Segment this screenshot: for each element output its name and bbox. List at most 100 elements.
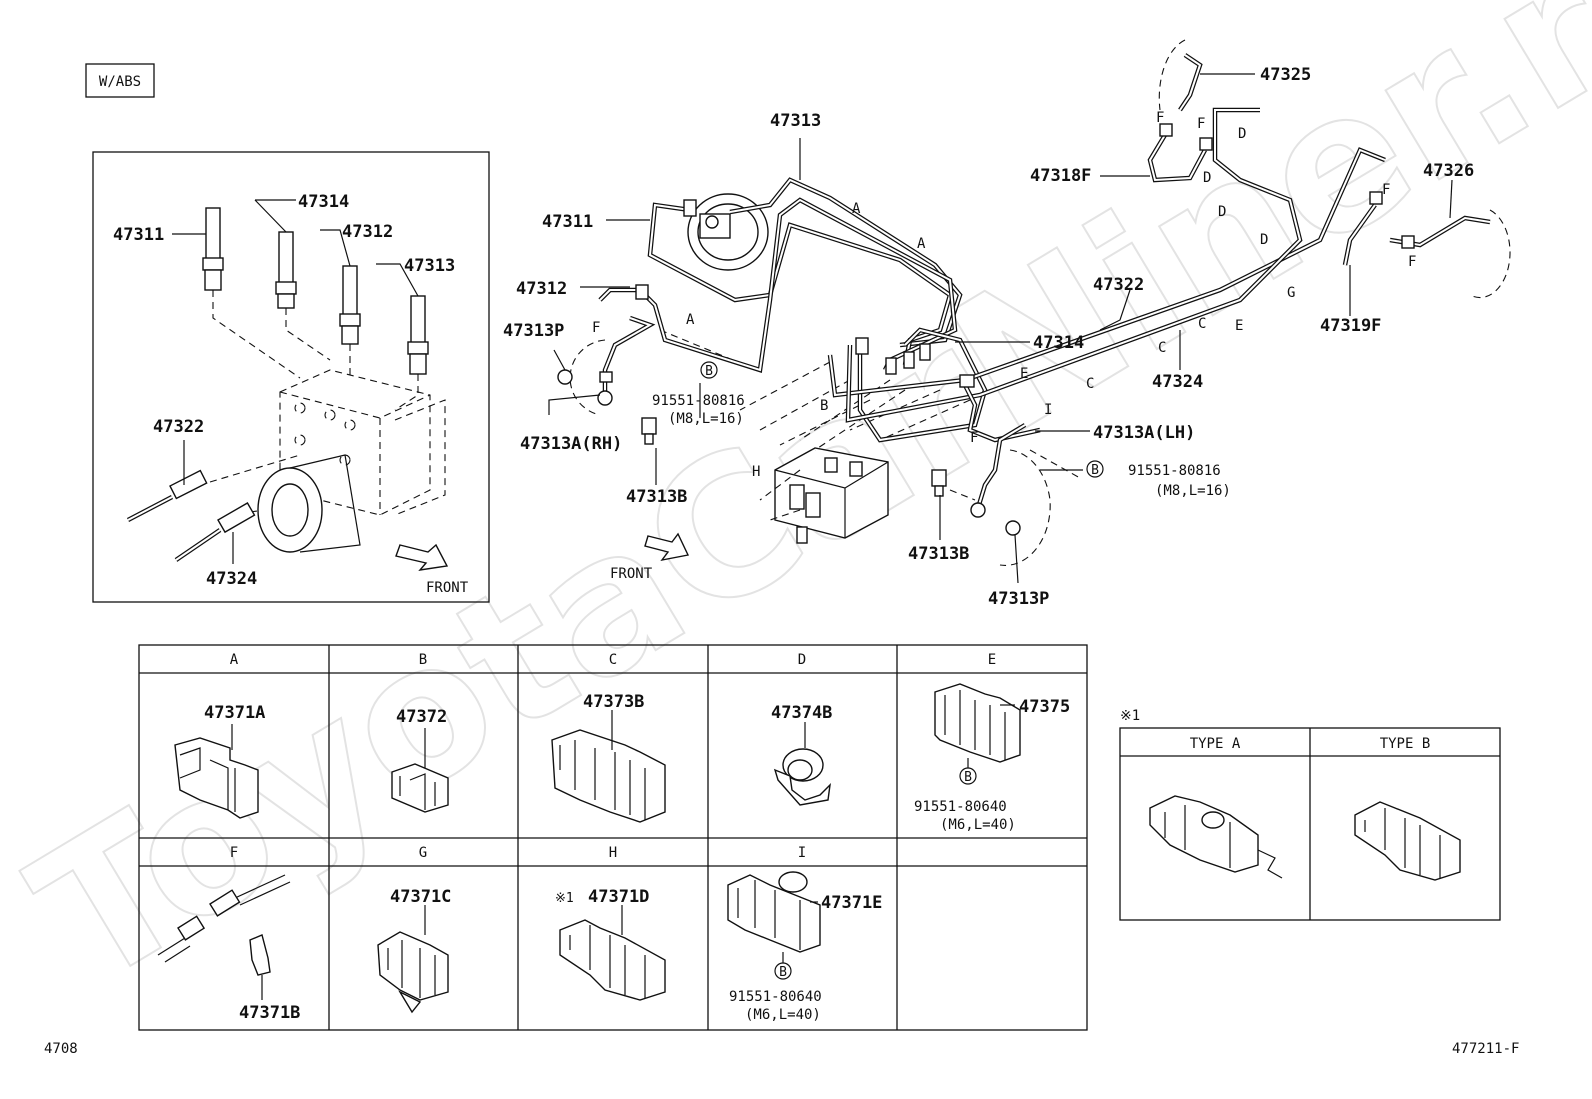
clamp-part-47371A: 47371A [204, 703, 265, 723]
abs-actuator-inset: 47311 47314 47312 47313 47322 47324 FRON… [92, 151, 490, 603]
inset-pipe-47324 [174, 502, 256, 562]
clamp-e-bolt-spec: (M6,L=40) [940, 817, 1016, 833]
rear-hose-47318F [1147, 39, 1213, 183]
clamp-part-47371B: 47371B [239, 1003, 300, 1023]
clamp-g: 47371C [377, 887, 451, 1014]
flex-hose-47313A-lh [970, 423, 1051, 566]
letter-d: D [1260, 232, 1268, 248]
clamp-header-h: H [609, 845, 617, 861]
label-47312: 47312 [516, 279, 567, 299]
master-cylinder [687, 193, 769, 271]
clamp-part-47371D: 47371D [588, 887, 649, 907]
clamp-header-g: G [419, 845, 427, 861]
inset-pipe-47312 [339, 265, 361, 345]
variant-label: W/ABS [99, 74, 141, 90]
clamp-part-47372: 47372 [396, 707, 447, 727]
clamp-e: B 47375 91551-80640 (M6,L=40) [914, 683, 1070, 833]
clamp-part-47371C: 47371C [390, 887, 451, 907]
letter-d: D [1203, 170, 1211, 186]
flex-hose-47313A-rh [569, 315, 656, 416]
inset-label-47313: 47313 [404, 256, 455, 276]
figure-reference: 477211-F [1452, 1041, 1519, 1057]
letter-c: C [1198, 316, 1206, 332]
type-table-note: ※1 [1120, 708, 1140, 724]
letter-e: E [1020, 366, 1028, 382]
clamp-header-e: E [988, 652, 996, 668]
letter-a: A [917, 236, 926, 252]
type-table: ※1 TYPE A TYPE B [1119, 708, 1501, 921]
clamp-header-c: C [609, 652, 617, 668]
clamp-part-47373B: 47373B [583, 692, 644, 712]
pipe-47313A-lh [962, 383, 1041, 443]
label-47325: 47325 [1260, 65, 1311, 85]
clamp-part-47371E: 47371E [821, 893, 882, 913]
rear-hose-47319F [1342, 191, 1511, 299]
letter-d: D [1218, 204, 1226, 220]
label-47313A-rh: 47313A(RH) [520, 434, 622, 454]
clamp-table: A B C D E F G H I 47371A 47372 47373B [138, 644, 1088, 1031]
letter-e: E [1235, 318, 1243, 334]
inset-label-47311: 47311 [113, 225, 164, 245]
inset-pipe-47311 [202, 207, 224, 291]
letter-g: G [1287, 285, 1295, 301]
clamp-e-bolt-part: 91551-80640 [914, 799, 1007, 815]
label-47313P-rh: 47313P [503, 321, 564, 341]
front-label: FRONT [610, 566, 653, 582]
clamp-header-a: A [230, 652, 239, 668]
clamp-part-47374B: 47374B [771, 703, 832, 723]
label-47311: 47311 [542, 212, 593, 232]
clamp-h: ※1 47371D [555, 887, 666, 1001]
bolt-marker-rh: B [705, 364, 713, 379]
inset-label-47312: 47312 [342, 222, 393, 242]
label-47313P-lh: 47313P [988, 589, 1049, 609]
bolt-marker-lh: B [1091, 463, 1099, 478]
front-arrow-icon [644, 532, 690, 562]
letter-f: F [1197, 116, 1205, 132]
letter-c: C [1086, 376, 1094, 392]
label-47324: 47324 [1152, 372, 1203, 392]
letter-f: F [1156, 110, 1164, 126]
inset-front-label: FRONT [426, 580, 469, 596]
letter-c: C [1158, 340, 1166, 356]
variant-box [85, 63, 155, 98]
label-47326: 47326 [1423, 161, 1474, 181]
letter-b: B [820, 398, 828, 414]
clamp-part-47375: 47375 [1019, 697, 1070, 717]
label-47322: 47322 [1093, 275, 1144, 295]
main-brake-lines: 47313 47311 47312 47313P 47313A(RH) 4731… [503, 39, 1511, 609]
bolt-callout-lh: B 91551-80816 (M8,L=16) [1086, 460, 1231, 499]
letter-h: H [752, 464, 760, 480]
pipe-47324 [845, 107, 1303, 423]
abs-actuator [774, 447, 889, 544]
bolt-callout-rh: B 91551-80816 (M8,L=16) [652, 361, 745, 427]
inset-pipe-47313 [407, 295, 429, 375]
letter-i: I [1044, 402, 1052, 418]
bolt-spec-rh: (M8,L=16) [668, 411, 744, 427]
inset-label-47322: 47322 [153, 417, 204, 437]
type-header-a: TYPE A [1190, 736, 1241, 752]
letter-d: D [1238, 126, 1246, 142]
clamp-h-note: ※1 [555, 891, 574, 906]
clamp-header-b: B [419, 652, 427, 668]
clamp-a: 47371A [174, 703, 265, 819]
clamp-c: 47373B [551, 692, 666, 823]
clip-47313P-rh [557, 369, 573, 385]
letter-a: A [686, 312, 695, 328]
label-47313: 47313 [770, 111, 821, 131]
inset-label-47314: 47314 [298, 192, 349, 212]
clamp-type-a [1149, 795, 1283, 879]
inset-front-arrow-icon [395, 543, 449, 571]
clamp-i-bolt-spec: (M6,L=40) [745, 1007, 821, 1023]
label-47314: 47314 [1033, 333, 1084, 353]
bolt-47313B-rh [641, 417, 657, 445]
clamp-i-bolt-part: 91551-80640 [729, 989, 822, 1005]
label-47318F: 47318F [1030, 166, 1091, 186]
bolt-part-rh: 91551-80816 [652, 393, 745, 409]
bolt-47313B-lh [931, 469, 947, 497]
label-47313B-lh: 47313B [908, 544, 969, 564]
clamp-i-bolt-marker: B [779, 965, 787, 980]
inset-pipe-47322 [126, 469, 208, 522]
letter-a: A [852, 201, 861, 217]
clamp-d: 47374B [771, 703, 832, 806]
